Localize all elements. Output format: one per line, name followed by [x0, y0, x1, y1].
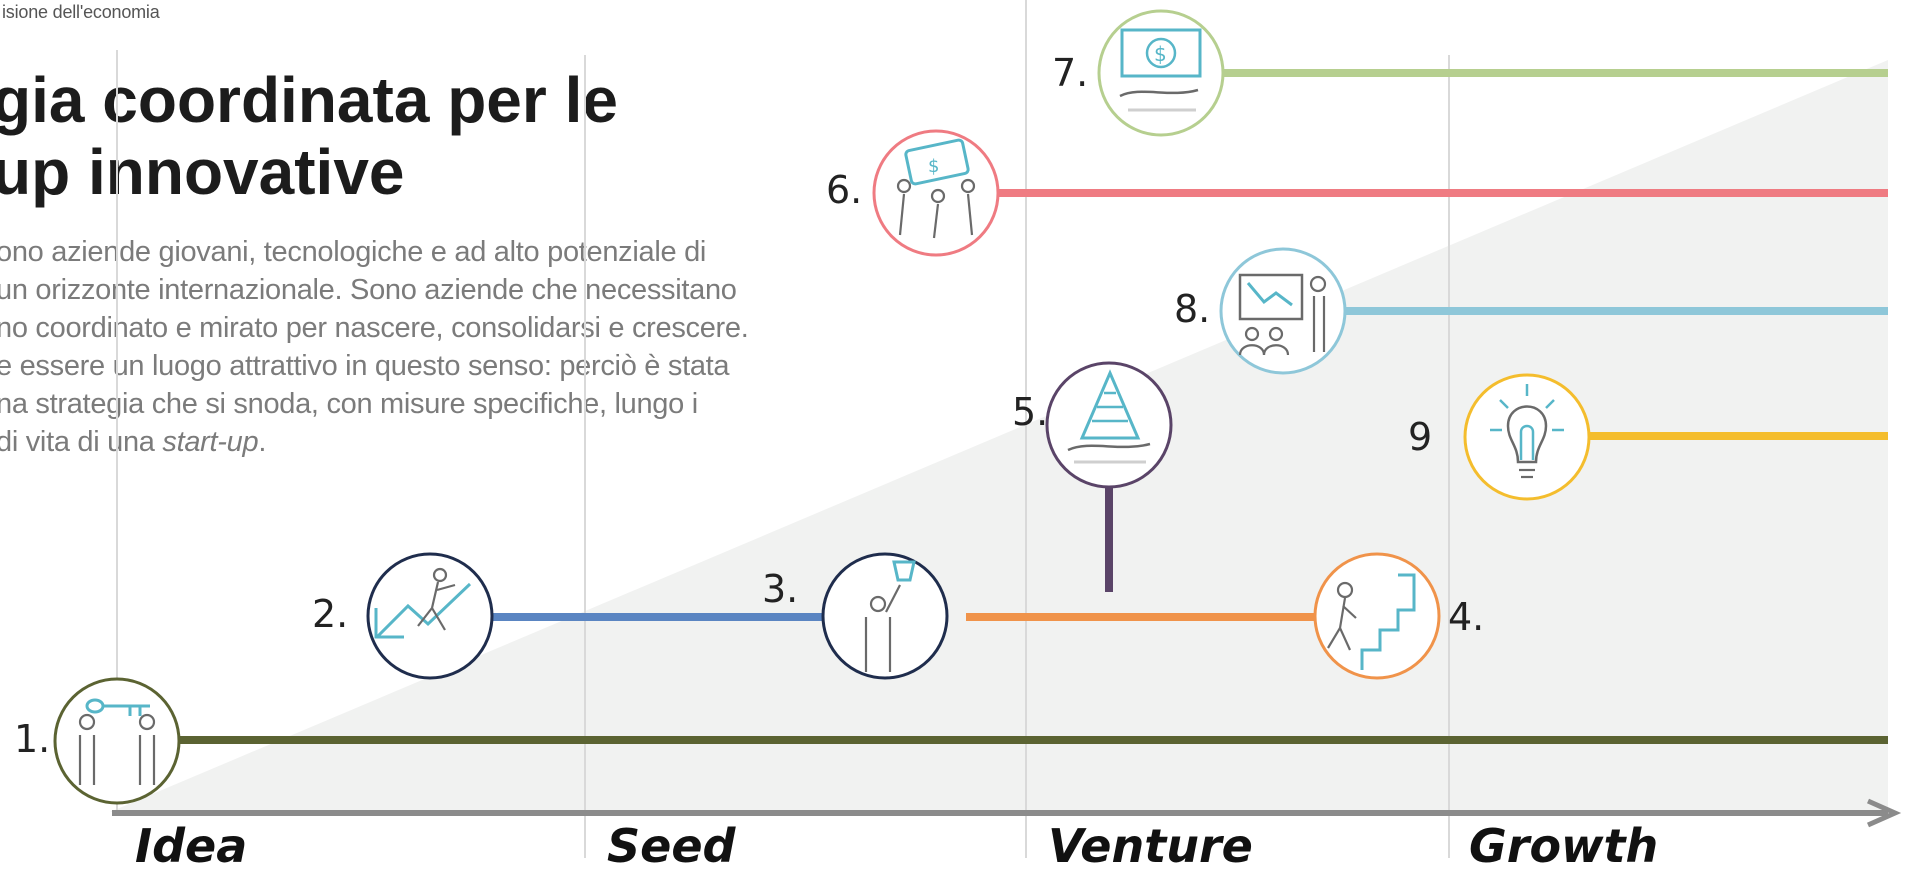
money-hand-icon [1097, 9, 1225, 137]
title-line-1: gia coordinata per le [0, 64, 618, 136]
measure-9-node: 9 [1408, 373, 1591, 501]
measure-8-label: 8. [1174, 287, 1210, 331]
measure-8-node: 8. [1174, 247, 1347, 375]
intro-line: un orizzonte internazionale. Sono aziend… [0, 274, 737, 306]
svg-text:$: $ [1154, 42, 1167, 66]
title-line-2: up innovative [0, 136, 405, 208]
intro-line: e essere un luogo attrattivo in questo s… [0, 350, 730, 382]
handshake-key-icon [53, 677, 181, 805]
climbing-stairs-icon [1313, 552, 1441, 680]
intro-startup-term: start-up [162, 426, 259, 458]
page-title: gia coordinata per le up innovative [0, 64, 618, 208]
intro-last-prefix: di vita di una [0, 426, 163, 458]
svg-text:$: $ [928, 156, 939, 177]
phase-label-growth: Growth [1469, 819, 1658, 870]
measure-6-label: 6. [826, 168, 862, 212]
measure-1-node: 1. [14, 677, 181, 805]
growth-wedge [110, 60, 1888, 812]
measure-6-node: $ 6. [826, 129, 1000, 257]
measure-2-node: 2. [312, 552, 494, 680]
measure-2-label: 2. [312, 592, 348, 636]
measure-5-node: 5. [1012, 361, 1173, 489]
department-header: isione dell'economia [2, 2, 160, 22]
measure-4-label: 4. [1448, 595, 1484, 639]
measure-9-label: 9 [1408, 415, 1432, 459]
phase-label-venture: Venture [1048, 819, 1253, 870]
intro-last-line: di vita di una start-up. [0, 423, 826, 461]
measure-3-node: 3. [762, 552, 949, 680]
phase-label-idea: Idea [135, 819, 247, 870]
measure-5-label: 5. [1012, 390, 1048, 434]
measure-1-label: 1. [14, 717, 50, 761]
trophy-person-icon [821, 552, 949, 680]
measure-7-label: 7. [1052, 51, 1088, 95]
phase-label-seed: Seed [607, 819, 737, 870]
measure-4-node: 4. [1313, 552, 1484, 680]
intro-paragraph: ono aziende giovani, tecnologiche e ad a… [0, 233, 826, 461]
measure-3-label: 3. [762, 567, 798, 611]
intro-last-suffix: . [258, 426, 267, 458]
team-carrying-money-icon [872, 129, 1000, 257]
runner-jump-icon [366, 552, 494, 680]
lightbulb-icon [1463, 373, 1591, 501]
measure-7-node: $ 7. [1052, 9, 1225, 137]
timeline-arrow-icon [1866, 798, 1902, 828]
intro-line: no coordinato e mirato per nascere, cons… [0, 312, 749, 344]
pyramid-hand-icon [1045, 361, 1173, 489]
